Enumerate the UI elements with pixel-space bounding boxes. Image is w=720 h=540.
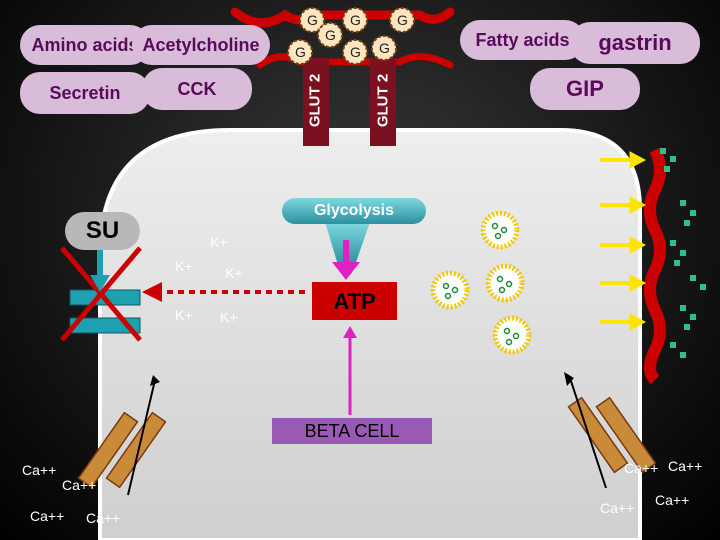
- granule-3: [430, 270, 470, 310]
- glucose-4: G: [397, 12, 408, 28]
- glut2-right-transporter: [370, 58, 396, 146]
- secretin-label: Secretin: [49, 82, 121, 103]
- calcium-right-4: Ca++: [655, 492, 690, 508]
- granules: [430, 210, 532, 355]
- beta-cell-arrowhead: [343, 326, 357, 338]
- su-pill: SU: [65, 212, 140, 250]
- cck-label: CCK: [177, 78, 217, 99]
- calcium-right-1: Ca++: [624, 460, 659, 476]
- granule-4: [492, 315, 532, 355]
- gip-label: GIP: [566, 76, 604, 101]
- beta-cell-body: [98, 128, 642, 540]
- glucose-5: G: [295, 44, 306, 60]
- glucose-2: G: [325, 27, 336, 43]
- calcium-left-2: Ca++: [62, 477, 97, 493]
- fatty-acids-label: Fatty acids: [475, 29, 570, 50]
- secretion-arrows: [600, 151, 647, 331]
- ca-right-arrow: [569, 377, 607, 489]
- amino-acids-pill: Amino acids: [20, 25, 150, 65]
- amino-acids-label: Amino acids: [31, 34, 139, 55]
- beta-cell-label: BETA CELL: [304, 421, 400, 441]
- right-membrane: [644, 147, 666, 385]
- fatty-acids-pill: Fatty acids: [460, 20, 585, 60]
- gip-pill: GIP: [530, 68, 640, 110]
- potassium-1: K+: [210, 234, 228, 250]
- potassium-5: K+: [220, 309, 238, 325]
- calcium-left-4: Ca++: [86, 510, 121, 526]
- glycolysis-label: Glycolysis: [313, 202, 395, 219]
- acetylcholine-label: Acetylcholine: [142, 34, 260, 55]
- glycolysis-box: Glycolysis: [282, 198, 426, 224]
- potassium-4: K+: [175, 307, 193, 323]
- glut2-left-transporter: [303, 58, 329, 146]
- granule-cores: [442, 222, 520, 346]
- calcium-left-1: Ca++: [22, 462, 57, 478]
- atp-label: ATP: [333, 289, 376, 314]
- ca-left-arrowhead: [150, 375, 160, 386]
- calcium-right-3: Ca++: [600, 500, 635, 516]
- atp-box: [312, 282, 397, 320]
- gastrin-label: gastrin: [598, 30, 672, 55]
- cck-pill: CCK: [142, 68, 252, 110]
- potassium-2: K+: [175, 258, 193, 274]
- secretin-pill: Secretin: [20, 72, 150, 114]
- granule-2: [485, 263, 525, 303]
- gastrin-pill: gastrin: [570, 22, 700, 64]
- calcium-left-3: Ca++: [30, 508, 65, 524]
- ca-left-arrow: [127, 379, 156, 496]
- su-arrowhead: [90, 275, 110, 292]
- acetylcholine-pill: Acetylcholine: [132, 25, 270, 65]
- beta-cell-box: [272, 418, 432, 444]
- potassium-3: K+: [225, 265, 243, 281]
- ca-right-arrowhead: [564, 372, 574, 386]
- glucose-1: G: [307, 12, 318, 28]
- k-channel-blocked-2: [60, 246, 142, 342]
- insulin-dots: [660, 148, 706, 358]
- glucose-7: G: [379, 40, 390, 56]
- granule-1: [480, 210, 520, 250]
- glut2-left-label: GLUT 2: [306, 73, 324, 128]
- glycolysis-arrowhead: [332, 262, 360, 280]
- ca-channel-left: [77, 411, 167, 489]
- glucose-6: G: [350, 44, 361, 60]
- su-label: SU: [85, 217, 120, 244]
- glucose-3: G: [350, 12, 361, 28]
- atp-to-channel-arrowhead: [142, 282, 162, 302]
- glucose-circles: [287, 7, 415, 65]
- calcium-right-2: Ca++: [668, 458, 703, 474]
- glut2-right-label: GLUT 2: [374, 73, 392, 128]
